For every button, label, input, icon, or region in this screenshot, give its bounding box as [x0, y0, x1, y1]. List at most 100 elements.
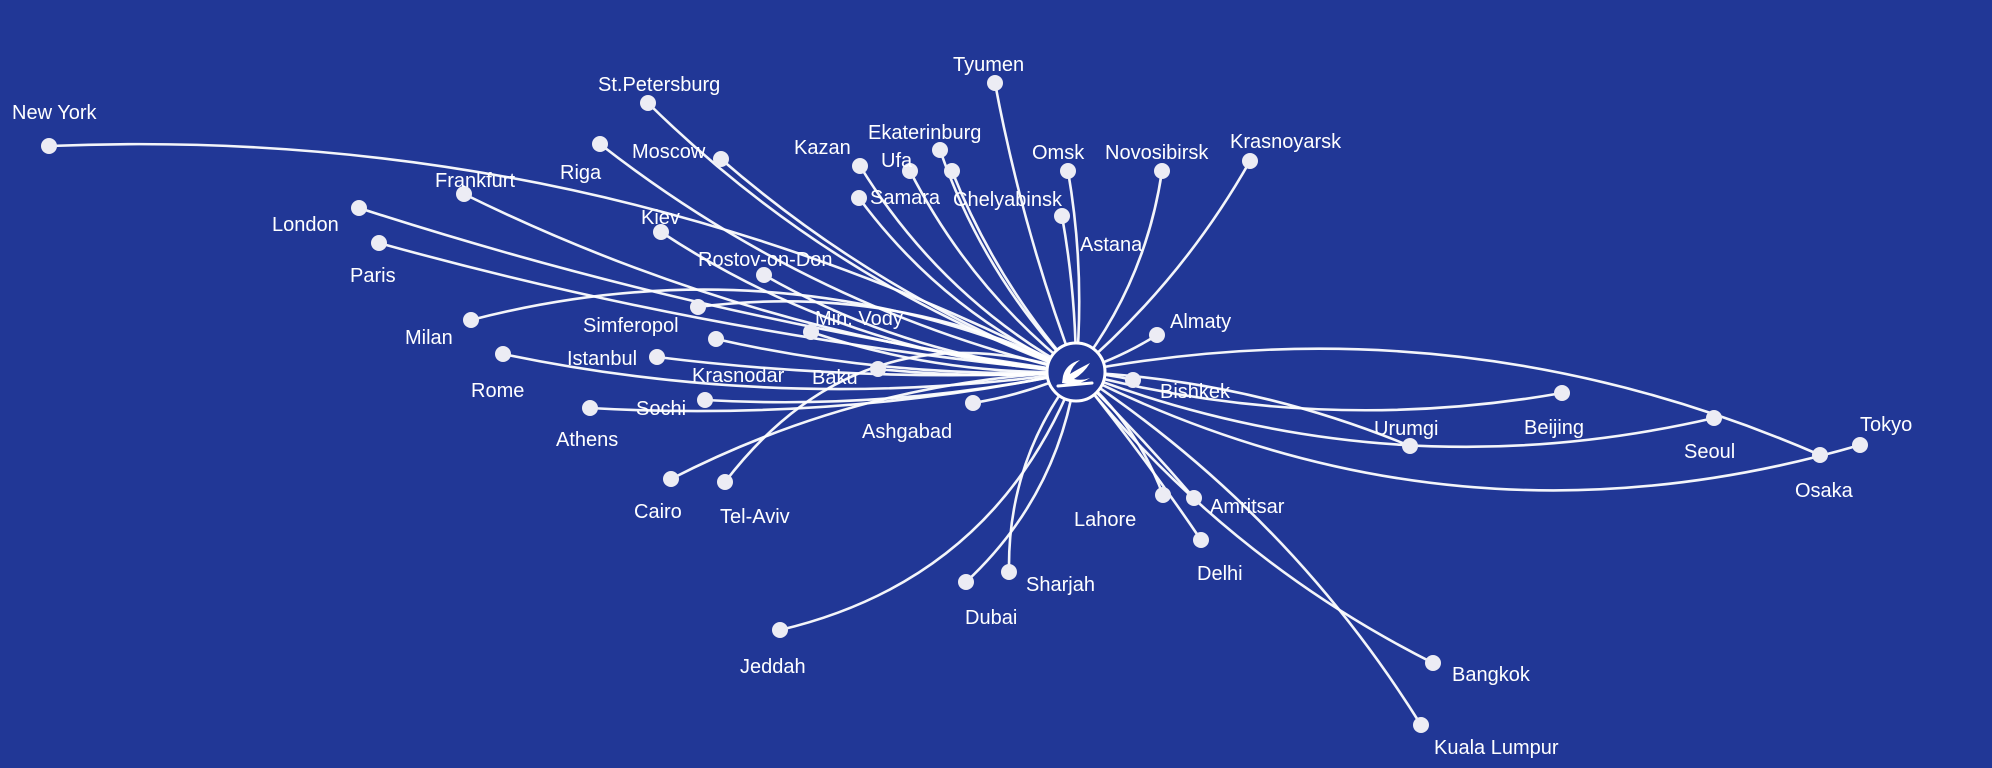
route-bangkok — [1074, 370, 1435, 665]
city-label-jeddah: Jeddah — [740, 656, 806, 678]
city-dot-kazan[interactable] — [852, 158, 868, 174]
city-dot-istanbul[interactable] — [649, 349, 665, 365]
city-label-paris: Paris — [350, 265, 396, 287]
route-novosibirsk — [1074, 169, 1164, 374]
city-dot-rostov-on-don[interactable] — [756, 267, 772, 283]
route-kiev — [659, 230, 1078, 374]
route-simferopol — [696, 300, 1078, 374]
city-dot-urumgi[interactable] — [1402, 438, 1418, 454]
city-dot-sharjah[interactable] — [1001, 564, 1017, 580]
city-dot-osaka[interactable] — [1812, 447, 1828, 463]
city-label-rome: Rome — [471, 380, 524, 402]
route-jeddah — [778, 370, 1078, 632]
city-label-kuala-lumpur: Kuala Lumpur — [1434, 737, 1559, 759]
city-label-delhi: Delhi — [1197, 563, 1243, 585]
city-dot-chelyabinsk[interactable] — [944, 163, 960, 179]
city-dot-athens[interactable] — [582, 400, 598, 416]
route-riga — [598, 142, 1078, 374]
city-dot-samara[interactable] — [851, 190, 867, 206]
city-dot-amritsar[interactable] — [1186, 490, 1202, 506]
city-label-tokyo: Tokyo — [1860, 414, 1912, 436]
city-dot-tyumen[interactable] — [987, 75, 1003, 91]
city-dot-london[interactable] — [351, 200, 367, 216]
city-label-astana: Astana — [1080, 234, 1143, 256]
city-label-tyumen: Tyumen — [953, 54, 1024, 76]
city-label-omsk: Omsk — [1032, 142, 1085, 164]
city-dot-bishkek[interactable] — [1125, 372, 1141, 388]
bird-logo-icon — [1056, 360, 1094, 388]
city-label-baku: Baku — [812, 367, 858, 389]
city-dot-krasnoyarsk[interactable] — [1242, 153, 1258, 169]
hub-airport — [1045, 341, 1107, 403]
city-dot-almaty[interactable] — [1149, 327, 1165, 343]
city-dot-frankfurt[interactable] — [456, 186, 472, 202]
city-label-milan: Milan — [405, 327, 453, 349]
city-dot-simferopol[interactable] — [690, 299, 706, 315]
city-dot-kiev[interactable] — [653, 224, 669, 240]
city-label-new-york: New York — [12, 102, 97, 124]
city-label-simferopol: Simferopol — [583, 315, 679, 337]
city-dot-novosibirsk[interactable] — [1154, 163, 1170, 179]
city-label-riga: Riga — [560, 162, 602, 184]
route-seoul — [1074, 370, 1716, 449]
city-label-samara: Samara — [870, 187, 941, 209]
route-athens — [588, 370, 1078, 413]
city-label-rostov-on-don: Rostov-on-Don — [698, 249, 833, 271]
city-dot-krasnodar[interactable] — [708, 331, 724, 347]
city-dot-milan[interactable] — [463, 312, 479, 328]
city-dot-moscow[interactable] — [713, 151, 729, 167]
city-dot-cairo[interactable] — [663, 471, 679, 487]
city-dot-paris[interactable] — [371, 235, 387, 251]
city-label-ekaterinburg: Ekaterinburg — [868, 122, 981, 144]
city-label-krasnodar: Krasnodar — [692, 365, 785, 387]
city-label-ashgabad: Ashgabad — [862, 421, 952, 443]
city-dot-seoul[interactable] — [1706, 410, 1722, 426]
city-label-min-vody: Min. Vody — [815, 308, 903, 330]
city-label-ufa: Ufa — [881, 150, 913, 172]
city-label-dubai: Dubai — [965, 607, 1017, 629]
city-dot-kuala-lumpur[interactable] — [1413, 717, 1429, 733]
route-paris — [377, 241, 1078, 374]
city-label-bangkok: Bangkok — [1452, 664, 1531, 686]
route-ufa — [908, 169, 1078, 374]
city-label-sochi: Sochi — [636, 398, 686, 420]
city-label-seoul: Seoul — [1684, 441, 1735, 463]
city-label-osaka: Osaka — [1795, 480, 1854, 502]
route-rome — [501, 352, 1078, 391]
city-dot-delhi[interactable] — [1193, 532, 1209, 548]
city-dot-jeddah[interactable] — [772, 622, 788, 638]
city-label-novosibirsk: Novosibirsk — [1105, 142, 1209, 164]
city-dot-rome[interactable] — [495, 346, 511, 362]
route-dubai — [964, 370, 1078, 584]
city-dot-beijing[interactable] — [1554, 385, 1570, 401]
city-label-cairo: Cairo — [634, 501, 682, 523]
city-label-chelyabinsk: Chelyabinsk — [953, 189, 1063, 211]
city-label-krasnoyarsk: Krasnoyarsk — [1230, 131, 1342, 153]
city-dot-dubai[interactable] — [958, 574, 974, 590]
city-dot-baku[interactable] — [870, 361, 886, 377]
city-dot-ashgabad[interactable] — [965, 395, 981, 411]
city-dot-tokyo[interactable] — [1852, 437, 1868, 453]
city-label-sharjah: Sharjah — [1026, 574, 1095, 596]
city-dot-st-petersburg[interactable] — [640, 95, 656, 111]
route-krasnodar — [714, 337, 1078, 375]
city-label-urumgi: Urumgi — [1374, 418, 1438, 440]
route-milan — [469, 288, 1078, 374]
city-label-kazan: Kazan — [794, 137, 851, 159]
route-urumgi — [1074, 370, 1412, 448]
city-dot-new-york[interactable] — [41, 138, 57, 154]
city-dot-ufa[interactable] — [902, 163, 918, 179]
city-dot-tel-aviv[interactable] — [717, 474, 733, 490]
city-label-kiev: Kiev — [641, 207, 680, 229]
route-tokyo — [1074, 370, 1862, 492]
city-dot-omsk[interactable] — [1060, 163, 1076, 179]
city-dot-astana[interactable] — [1054, 208, 1070, 224]
city-dot-riga[interactable] — [592, 136, 608, 152]
city-dot-sochi[interactable] — [697, 392, 713, 408]
route-sharjah — [1007, 370, 1078, 574]
cities-layer: New YorkSt.PetersburgRigaMoscowTyumenKaz… — [12, 54, 1912, 759]
city-dot-min-vody[interactable] — [803, 324, 819, 340]
city-dot-bangkok[interactable] — [1425, 655, 1441, 671]
city-dot-lahore[interactable] — [1155, 487, 1171, 503]
city-dot-ekaterinburg[interactable] — [932, 142, 948, 158]
